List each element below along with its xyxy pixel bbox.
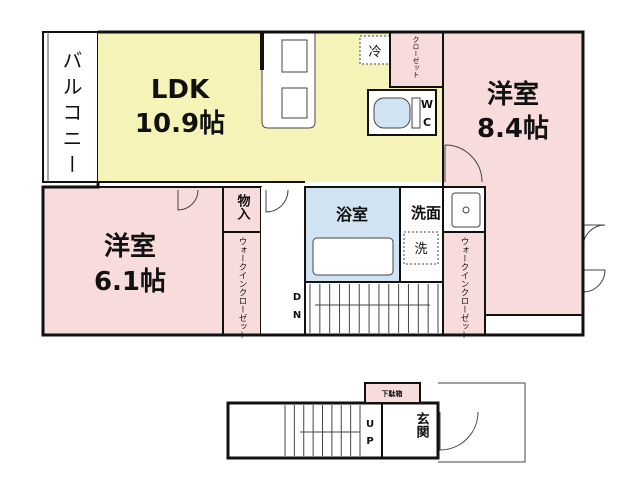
- bath-label: 浴室: [336, 205, 368, 224]
- stairs-up-p: P: [366, 436, 373, 447]
- shoe-box-label: 下駄箱: [382, 389, 403, 398]
- wc-label-c: C: [423, 116, 431, 129]
- entrance-door[interactable]: [439, 411, 479, 451]
- ldk-size-label: 10.9帖: [135, 109, 225, 139]
- entrance-label: 玄関: [414, 411, 430, 439]
- fridge-label: 冷: [368, 45, 381, 60]
- closet-top: [389, 31, 444, 88]
- upper-outer-wall: [41, 30, 585, 337]
- lower-floor: [226, 401, 440, 460]
- balcony-area: [42, 31, 99, 183]
- stairs-dn-d: D: [293, 292, 301, 303]
- stairs-up-u: U: [366, 419, 374, 430]
- kitchen-stove: [281, 87, 308, 119]
- storage-label: 物入: [235, 193, 251, 220]
- door-right-1[interactable]: [582, 224, 606, 248]
- door-western-small[interactable]: [177, 189, 199, 211]
- washbasin-icon: [451, 192, 481, 228]
- wc-label-w: W: [421, 98, 433, 111]
- balcony-label: バルコニー: [59, 50, 83, 180]
- entrance-porch: [438, 382, 526, 463]
- western-small-label: 洋室: [104, 231, 156, 262]
- western-large-label: 洋室: [487, 79, 539, 110]
- washer-space: [403, 231, 439, 265]
- door-western-large[interactable]: [444, 144, 483, 183]
- walkin-closet-left: [222, 231, 262, 336]
- walkin-left-label: ウォークインクローゼット: [237, 237, 247, 339]
- fridge-space: [359, 35, 391, 65]
- kitchen-sink: [281, 39, 308, 73]
- stairs-dn-n: N: [293, 310, 301, 321]
- western-small-size-label: 6.1帖: [94, 267, 166, 297]
- bathtub-icon: [312, 237, 394, 276]
- washer-label: 洗: [414, 242, 427, 257]
- ldk-label: LDK: [151, 75, 210, 105]
- washroom-label: 洗面: [411, 204, 441, 222]
- shoe-box: [364, 382, 421, 404]
- toilet-icon: [373, 97, 411, 129]
- walkin-closet-right: [442, 231, 486, 336]
- door-right-2[interactable]: [582, 269, 606, 293]
- western-large-size-label: 8.4帖: [477, 114, 549, 144]
- door-hallway[interactable]: [265, 189, 289, 213]
- stairs-down: [304, 281, 444, 336]
- closet-top-label: クローゼット: [412, 36, 420, 78]
- walkin-right-label: ウォークインクローゼット: [459, 237, 469, 339]
